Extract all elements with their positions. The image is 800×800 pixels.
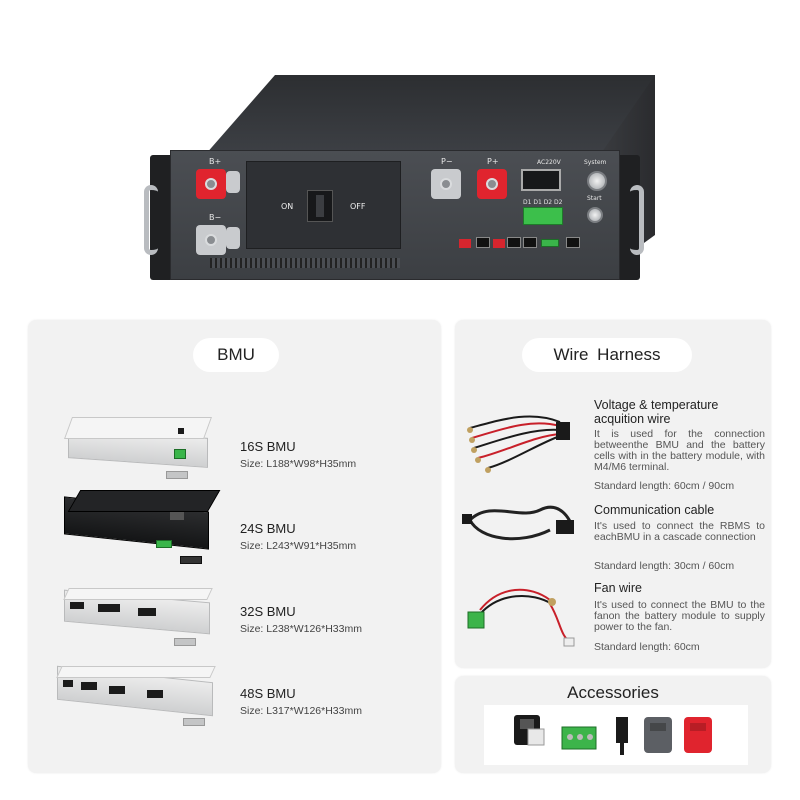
handle-right xyxy=(630,185,644,255)
black-connector-icon xyxy=(514,715,545,746)
device-top-surface xyxy=(205,75,655,155)
green-connector xyxy=(541,239,559,247)
bmu-16s-name: 16S BMU xyxy=(240,439,296,454)
ac-label: AC220V xyxy=(537,159,561,166)
comm-cable-title: Communication cable xyxy=(594,503,715,517)
p-minus-label: P− xyxy=(441,157,453,166)
switch-off-label: OFF xyxy=(350,202,366,211)
voltage-wire-title-1: Voltage & temperature xyxy=(594,398,719,412)
accessories-title: Accessories xyxy=(567,683,659,702)
voltage-wire-length: Standard length: 60cm / 90cm xyxy=(594,480,735,492)
system-label: System xyxy=(584,159,607,166)
bmu-32s-size: Size: L238*W126*H33mm xyxy=(240,623,362,635)
b-minus-terminal xyxy=(196,225,226,255)
red-terminal-cover-icon xyxy=(684,717,712,753)
system-button[interactable] xyxy=(587,171,607,191)
vent-grille xyxy=(210,258,400,268)
rj45-port-4 xyxy=(566,237,580,248)
b-plus-label: B+ xyxy=(209,157,222,166)
green-terminal-icon xyxy=(561,726,597,750)
dip-switch-2[interactable] xyxy=(493,239,505,248)
wire-harness-title: Wire Harness xyxy=(522,338,692,372)
voltage-wire-title-2: acquition wire xyxy=(594,412,671,426)
green-terminal-block xyxy=(523,207,563,225)
start-label: Start xyxy=(587,195,602,202)
b-minus-cap xyxy=(226,227,240,249)
b-plus-terminal xyxy=(196,169,226,199)
bmu-16s-image xyxy=(62,413,222,483)
bmu-32s-image xyxy=(62,582,222,646)
voltage-wire-desc: It is used for the connection betweenthe… xyxy=(594,428,765,473)
rj45-port-3 xyxy=(523,237,537,248)
fan-wire-title: Fan wire xyxy=(594,581,642,595)
accessories-strip xyxy=(484,705,748,765)
battery-management-device: B+ B− ON OFF P− P+ AC220V D1 D1 D2 D2 Sy… xyxy=(144,75,655,290)
switch-on-label: ON xyxy=(281,202,294,211)
bmu-16s-size: Size: L188*W98*H35mm xyxy=(240,458,357,470)
breaker-switch-panel: ON OFF xyxy=(246,161,401,249)
b-minus-label: B− xyxy=(209,213,222,222)
black-plug-icon xyxy=(616,717,628,755)
bmu-32s-name: 32S BMU xyxy=(240,604,296,619)
bmu-48s-image xyxy=(55,660,220,730)
start-button[interactable] xyxy=(587,207,603,223)
rj45-port-1 xyxy=(476,237,490,248)
fan-wire-desc: It's used to connect the BMU to the fano… xyxy=(594,599,765,633)
bmu-title: BMU xyxy=(193,338,279,372)
bmu-24s-name: 24S BMU xyxy=(240,521,296,536)
accessories-icons xyxy=(514,715,712,755)
bmu-48s-size: Size: L317*W126*H33mm xyxy=(240,705,362,717)
bmu-24s-image xyxy=(60,488,221,568)
bmu-48s-name: 48S BMU xyxy=(240,686,296,701)
dip-switch-1[interactable] xyxy=(459,239,471,248)
breaker-switch[interactable] xyxy=(307,190,333,222)
wire-harness-panel xyxy=(455,320,771,668)
bmu-24s-size: Size: L243*W91*H35mm xyxy=(240,540,357,552)
voltage-temperature-wire-image xyxy=(467,415,570,473)
handle-left xyxy=(144,185,158,255)
p-plus-terminal xyxy=(477,169,507,199)
comm-cable-length: Standard length: 30cm / 60cm xyxy=(594,560,735,572)
communication-cable-image xyxy=(462,505,574,541)
fan-wire-image xyxy=(467,588,575,647)
p-plus-label: P+ xyxy=(487,157,499,166)
ac-power-socket xyxy=(521,169,561,191)
b-plus-cap xyxy=(226,171,240,193)
grey-terminal-cover-icon xyxy=(644,717,672,753)
led-labels: D1 D1 D2 D2 xyxy=(523,199,563,206)
p-minus-terminal xyxy=(431,169,461,199)
rj45-port-2 xyxy=(507,237,521,248)
fan-wire-length: Standard length: 60cm xyxy=(594,641,700,653)
comm-cable-desc: It's used to connect the RBMS to eachBMU… xyxy=(594,520,765,543)
